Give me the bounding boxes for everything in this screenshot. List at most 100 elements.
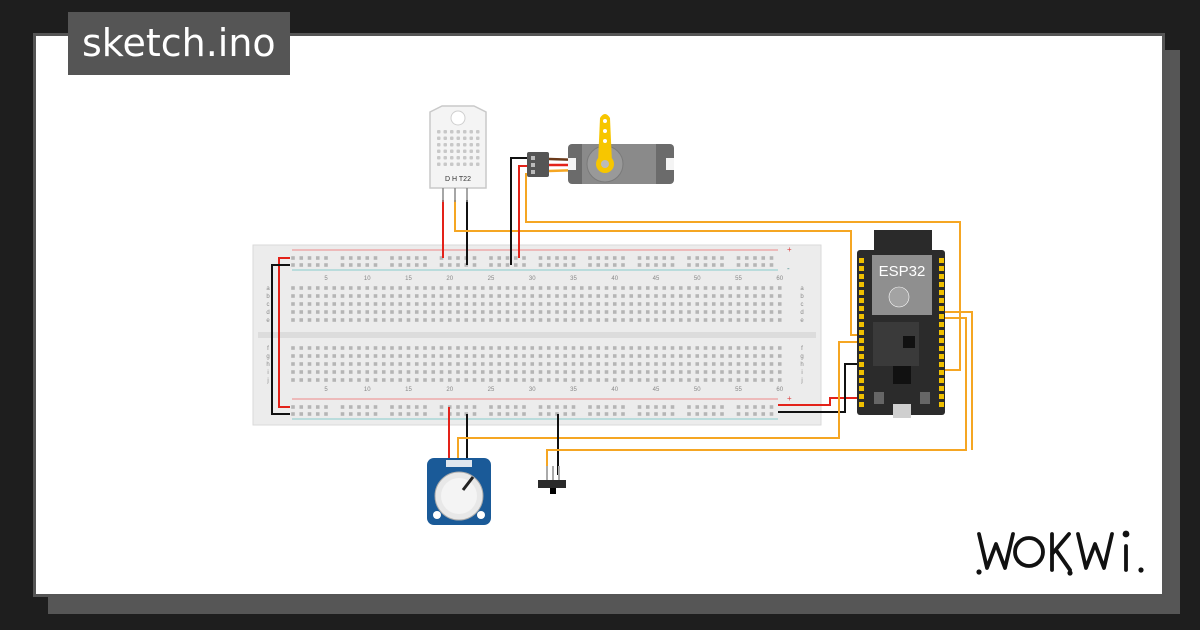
breadboard-rail-hole [571,256,576,260]
esp32-pin [859,346,864,351]
breadboard-hole [472,354,477,358]
breadboard-hole [744,354,749,358]
breadboard-hole [439,286,444,290]
breadboard-hole [332,302,337,306]
breadboard-rail-hole [513,405,518,409]
breadboard-hole [621,310,625,314]
servo-motor[interactable] [527,114,674,184]
breadboard-column-label: 20 [446,276,453,282]
breadboard-column-label: 60 [776,387,783,393]
breadboard-hole [555,294,559,298]
breadboard-hole [299,318,304,322]
breadboard-hole [538,370,543,374]
breadboard-hole [456,370,460,374]
breadboard-hole [662,354,667,358]
breadboard-hole [720,354,724,358]
breadboard-hole [497,294,502,298]
breadboard-hole [769,310,774,314]
breadboard-hole [678,310,683,314]
breadboard-hole [662,346,667,350]
switch-lever[interactable] [550,488,556,494]
breadboard-hole [505,302,510,306]
breadboard-hole [365,294,370,298]
breadboard-center-channel [258,332,816,338]
breadboard-hole [563,346,568,350]
breadboard-row-label: d [800,310,803,316]
breadboard-hole [687,378,691,382]
breadboard-hole [439,362,444,366]
wire-left-vcc-jumper [278,257,290,408]
breadboard-hole [588,354,592,358]
servo-connector-pin [531,170,535,174]
breadboard: + - + 5510101515202025253030353540404545… [252,244,822,426]
breadboard-hole [596,370,601,374]
breadboard-hole [711,378,716,382]
breadboard-hole [654,354,658,358]
breadboard-hole [522,310,526,314]
breadboard-rail-hole [753,263,757,267]
breadboard-column-label: 60 [776,276,783,282]
breadboard-hole [563,362,568,366]
breadboard-hole [596,310,601,314]
breadboard-hole [472,346,477,350]
breadboard-hole [538,286,543,290]
esp32-board[interactable]: ESP32 [857,230,945,418]
breadboard-hole [695,318,700,322]
breadboard-hole [324,370,328,374]
dht22-vent [463,156,467,160]
esp32-pin [939,274,944,279]
potentiometer[interactable] [427,458,491,525]
breadboard-hole [332,354,337,358]
breadboard-hole [744,318,749,322]
breadboard-hole [654,310,658,314]
esp32-button-reset[interactable] [920,392,930,404]
breadboard-hole [390,286,394,290]
breadboard-hole [645,362,650,366]
breadboard-hole [489,286,493,290]
breadboard-hole [695,362,700,366]
esp32-pin [859,314,864,319]
breadboard-hole [406,310,411,314]
breadboard-hole [489,310,493,314]
breadboard-hole [456,302,460,306]
breadboard-hole [431,318,436,322]
servo-horn-hole [603,129,607,133]
breadboard-hole [307,346,312,350]
breadboard-hole [497,318,502,322]
breadboard-rail-hole [307,412,312,416]
breadboard-hole [456,286,460,290]
slide-switch[interactable] [538,466,566,494]
esp32-pin-headers [859,258,944,407]
breadboard-hole [489,362,493,366]
breadboard-rail-hole [563,263,568,267]
breadboard-rail-hole [513,412,518,416]
breadboard-hole [423,294,427,298]
breadboard-column-label: 50 [694,387,701,393]
breadboard-rail-hole [472,405,477,409]
breadboard-column-label: 50 [694,276,701,282]
breadboard-hole [398,378,403,382]
breadboard-rail-hole [340,412,345,416]
breadboard-hole [629,318,634,322]
breadboard-hole [464,354,469,358]
breadboard-rail-hole [505,412,510,416]
breadboard-hole [571,346,576,350]
wire-dht-data [454,200,858,336]
breadboard-hole [447,346,452,350]
breadboard-rail-hole [348,256,353,260]
breadboard-hole [645,346,650,350]
wire-switch-signal [546,317,967,478]
breadboard-hole [390,294,394,298]
breadboard-hole [332,370,337,374]
breadboard-hole [728,302,733,306]
breadboard-hole [563,378,568,382]
breadboard-hole [431,302,436,306]
breadboard-hole [390,378,394,382]
breadboard-hole [563,318,568,322]
servo-horn-screw [601,160,609,168]
breadboard-hole [769,346,774,350]
esp32-button-boot[interactable] [874,392,884,404]
dht22-sensor[interactable]: D H T22 [429,105,487,202]
breadboard-hole [695,354,700,358]
breadboard-hole [340,370,345,374]
